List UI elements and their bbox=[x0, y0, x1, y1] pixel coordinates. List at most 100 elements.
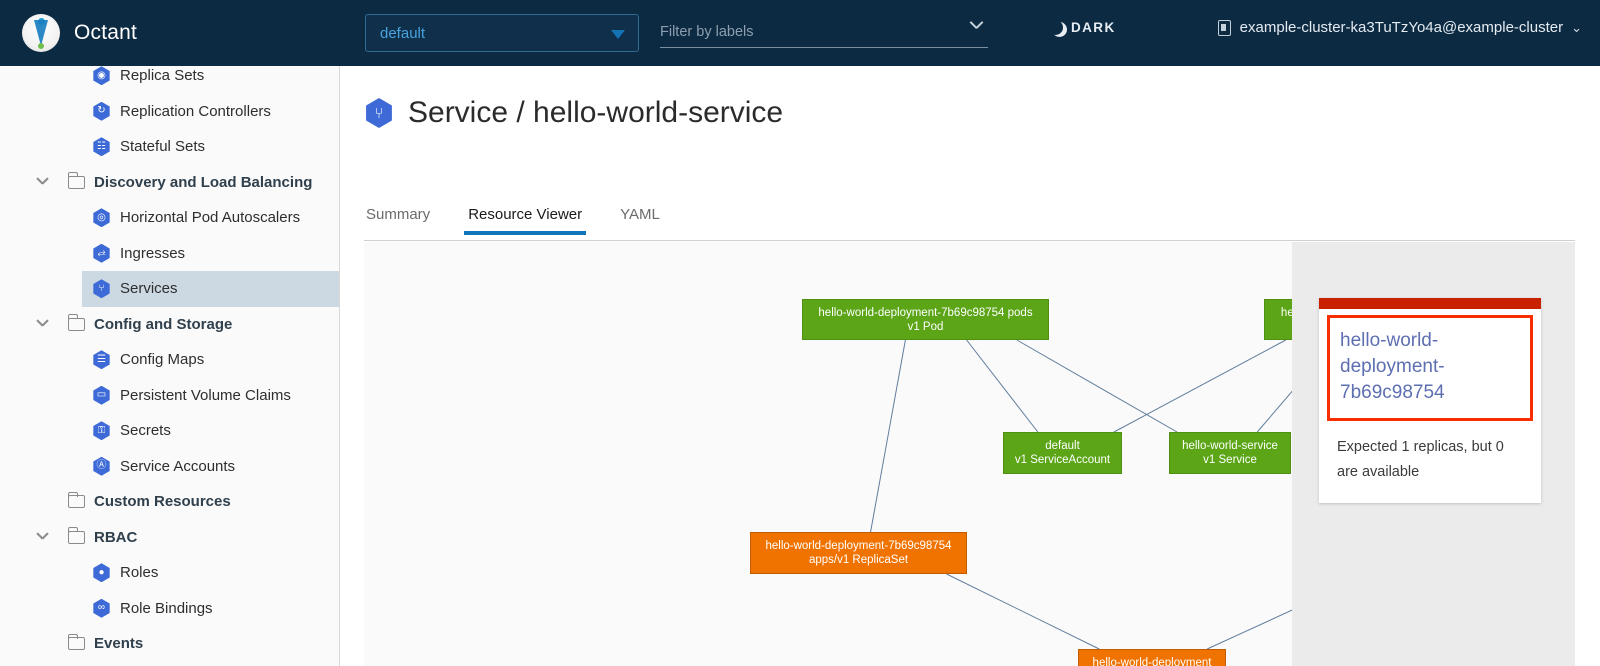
status-detail-card[interactable]: hello-world-deployment-7b69c98754 Expect… bbox=[1319, 298, 1541, 503]
detail-title-link[interactable]: hello-world-deployment-7b69c98754 bbox=[1340, 330, 1445, 403]
graph-node-name: default bbox=[1045, 440, 1080, 452]
resource-kind-icon: Ⓐ bbox=[93, 456, 110, 476]
resource-kind-icon: ◉ bbox=[93, 66, 110, 86]
resource-kind-icon: ↻ bbox=[93, 101, 110, 121]
sidebar-item-service-accounts[interactable]: Ⓐ Service Accounts bbox=[0, 449, 339, 485]
sidebar-nav[interactable]: ◉ Replica Sets ↻ Replication Controllers ☷ St… bbox=[0, 66, 340, 666]
resource-kind-icon: ∞ bbox=[93, 598, 110, 618]
tab-yaml[interactable]: YAML bbox=[620, 206, 660, 223]
detail-title-box: hello-world-deployment-7b69c98754 bbox=[1327, 315, 1533, 421]
resource-kind-icon: ☷ bbox=[93, 137, 110, 157]
graph-edge bbox=[1113, 339, 1287, 433]
graph-node-name: hello-world-service bbox=[1182, 440, 1278, 452]
sidebar-item-secrets[interactable]: ⚿ Secrets bbox=[0, 413, 339, 449]
detail-message: Expected 1 replicas, but 0 are available bbox=[1337, 439, 1504, 480]
chevron-down-icon[interactable] bbox=[36, 319, 47, 330]
resource-kind-icon: ▭ bbox=[93, 385, 110, 405]
brand[interactable]: Octant bbox=[22, 14, 137, 52]
sidebar-item-stateful-sets[interactable]: ☷ Stateful Sets bbox=[0, 129, 339, 165]
sidebar-item-label: Role Bindings bbox=[120, 599, 213, 617]
sidebar-item-replication-controllers[interactable]: ↻ Replication Controllers bbox=[0, 94, 339, 130]
tab-summary[interactable]: Summary bbox=[366, 206, 431, 223]
moon-icon bbox=[1048, 20, 1063, 35]
folder-icon bbox=[68, 633, 85, 651]
graph-edge bbox=[946, 573, 1100, 650]
graph-node-deploy-hw[interactable]: hello-world-deploymentapps/v1 Deployment bbox=[1078, 649, 1226, 666]
sidebar-item-label: Service Accounts bbox=[120, 457, 236, 475]
chevron-down-icon[interactable] bbox=[36, 532, 47, 543]
status-badge bbox=[1319, 298, 1541, 309]
folder-icon bbox=[68, 491, 85, 509]
graph-node-kind: apps/v1 ReplicaSet bbox=[808, 554, 909, 566]
resource-kind-icon: ⚿ bbox=[93, 421, 110, 441]
page-title: ⑂ Service / hello-world-service bbox=[364, 96, 783, 130]
theme-toggle-label: DARK bbox=[1071, 20, 1116, 35]
namespace-value: default bbox=[380, 24, 426, 42]
service-icon: ⑂ bbox=[366, 98, 392, 128]
sidebar-item-role-bindings[interactable]: ∞ Role Bindings bbox=[0, 591, 339, 627]
sidebar-item-ingresses[interactable]: ⥄ Ingresses bbox=[0, 236, 339, 272]
cluster-context-menu[interactable]: example-cluster-ka3TuTzYo4a@example-clus… bbox=[1217, 19, 1582, 36]
sidebar-item-label: Replica Sets bbox=[120, 67, 205, 85]
chevron-down-icon: ⌄ bbox=[1571, 19, 1582, 35]
graph-node-name: hello-world-deployment-7b69c98754 bbox=[765, 540, 952, 552]
sidebar-item-replica-sets[interactable]: ◉ Replica Sets bbox=[0, 66, 339, 94]
sidebar-item-roles[interactable]: ● Roles bbox=[0, 555, 339, 591]
chevron-down-icon bbox=[969, 22, 982, 35]
sidebar-item-custom-resources[interactable]: Custom Resources bbox=[0, 484, 339, 520]
octant-logo-icon bbox=[22, 14, 60, 52]
sidebar-item-label: Config Maps bbox=[120, 351, 205, 369]
sidebar-item-label: RBAC bbox=[94, 528, 138, 546]
sidebar-item-services[interactable]: ⑂ Services bbox=[82, 271, 339, 307]
graph-node-sa-default[interactable]: default v1 ServiceAccount bbox=[1003, 432, 1122, 474]
sidebar-item-label: Horizontal Pod Autoscalers bbox=[120, 209, 301, 227]
brand-name: Octant bbox=[74, 21, 138, 44]
label-filter-input[interactable]: Filter by labels bbox=[660, 16, 988, 48]
sidebar-item-persistent-volume-claims[interactable]: ▭Persistent Volume Claims bbox=[0, 378, 339, 414]
resource-kind-icon: ⑂ bbox=[93, 279, 110, 299]
chevron-down-icon bbox=[611, 30, 625, 39]
sidebar-item-config-maps[interactable]: ☰ Config Maps bbox=[0, 342, 339, 378]
graph-node-kind: v1 Service bbox=[1203, 454, 1257, 466]
sidebar-item-horizontal-pod-autoscalers[interactable]: ◎ Horizontal Pod Autoscalers bbox=[0, 200, 339, 236]
namespace-select[interactable]: default bbox=[365, 14, 639, 52]
graph-node-name: hello-world-deployment-7b69c98754 pods bbox=[818, 306, 1033, 319]
graph-node-kind: v1 Pod bbox=[907, 320, 944, 333]
sidebar-item-label: Stateful Sets bbox=[120, 138, 206, 156]
tab-resource-viewer[interactable]: Resource Viewer bbox=[464, 203, 587, 235]
cluster-icon bbox=[1217, 19, 1231, 36]
graph-node-svc-hw[interactable]: hello-world-service v1 Service bbox=[1169, 432, 1291, 474]
sidebar-item-label: Secrets bbox=[120, 422, 171, 440]
resource-kind-icon: ◎ bbox=[93, 208, 110, 228]
sidebar-item-label: Replication Controllers bbox=[120, 102, 271, 120]
graph-node-name: hello-world-deployment bbox=[1092, 657, 1212, 666]
folder-icon bbox=[68, 527, 85, 544]
sidebar-item-label: Roles bbox=[120, 564, 159, 582]
page-title-text: Service / hello-world-service bbox=[408, 96, 784, 129]
detail-side-panel: hello-world-deployment-7b69c98754 Expect… bbox=[1292, 242, 1575, 666]
sidebar-item-label: Ingresses bbox=[120, 244, 186, 262]
label-filter-placeholder: Filter by labels bbox=[660, 23, 754, 40]
resource-kind-icon: ● bbox=[93, 563, 110, 583]
theme-toggle[interactable]: DARK bbox=[1048, 20, 1116, 35]
resource-kind-icon: ⥄ bbox=[93, 243, 110, 263]
sidebar-item-discovery-and-load-balancing[interactable]: Discovery and Load Balancing bbox=[0, 165, 339, 201]
main-content: ⑂ Service / hello-world-service Summary R… bbox=[340, 66, 1600, 666]
tab-bar[interactable]: Summary Resource Viewer YAML bbox=[364, 203, 1575, 241]
graph-edge bbox=[966, 339, 1039, 433]
graph-edge bbox=[870, 339, 906, 533]
app-header: Octant default Filter by labels DARK exa… bbox=[0, 0, 1600, 66]
sidebar-item-label: Services bbox=[120, 280, 178, 298]
resource-kind-icon: ☰ bbox=[93, 350, 110, 370]
graph-node-rs-7b69[interactable]: hello-world-deployment-7b69c98754 apps/v1… bbox=[750, 532, 967, 574]
folder-icon bbox=[68, 172, 85, 189]
sidebar-item-events[interactable]: Events bbox=[0, 626, 339, 662]
chevron-down-icon[interactable] bbox=[36, 177, 47, 188]
sidebar-item-rbac[interactable]: RBAC bbox=[0, 520, 339, 556]
graph-node-kind: v1 ServiceAccount bbox=[1014, 454, 1111, 466]
sidebar-item-label: Config and Storage bbox=[94, 315, 233, 333]
graph-edge bbox=[1016, 339, 1178, 433]
sidebar-item-config-and-storage[interactable]: Config and Storage bbox=[0, 307, 339, 343]
